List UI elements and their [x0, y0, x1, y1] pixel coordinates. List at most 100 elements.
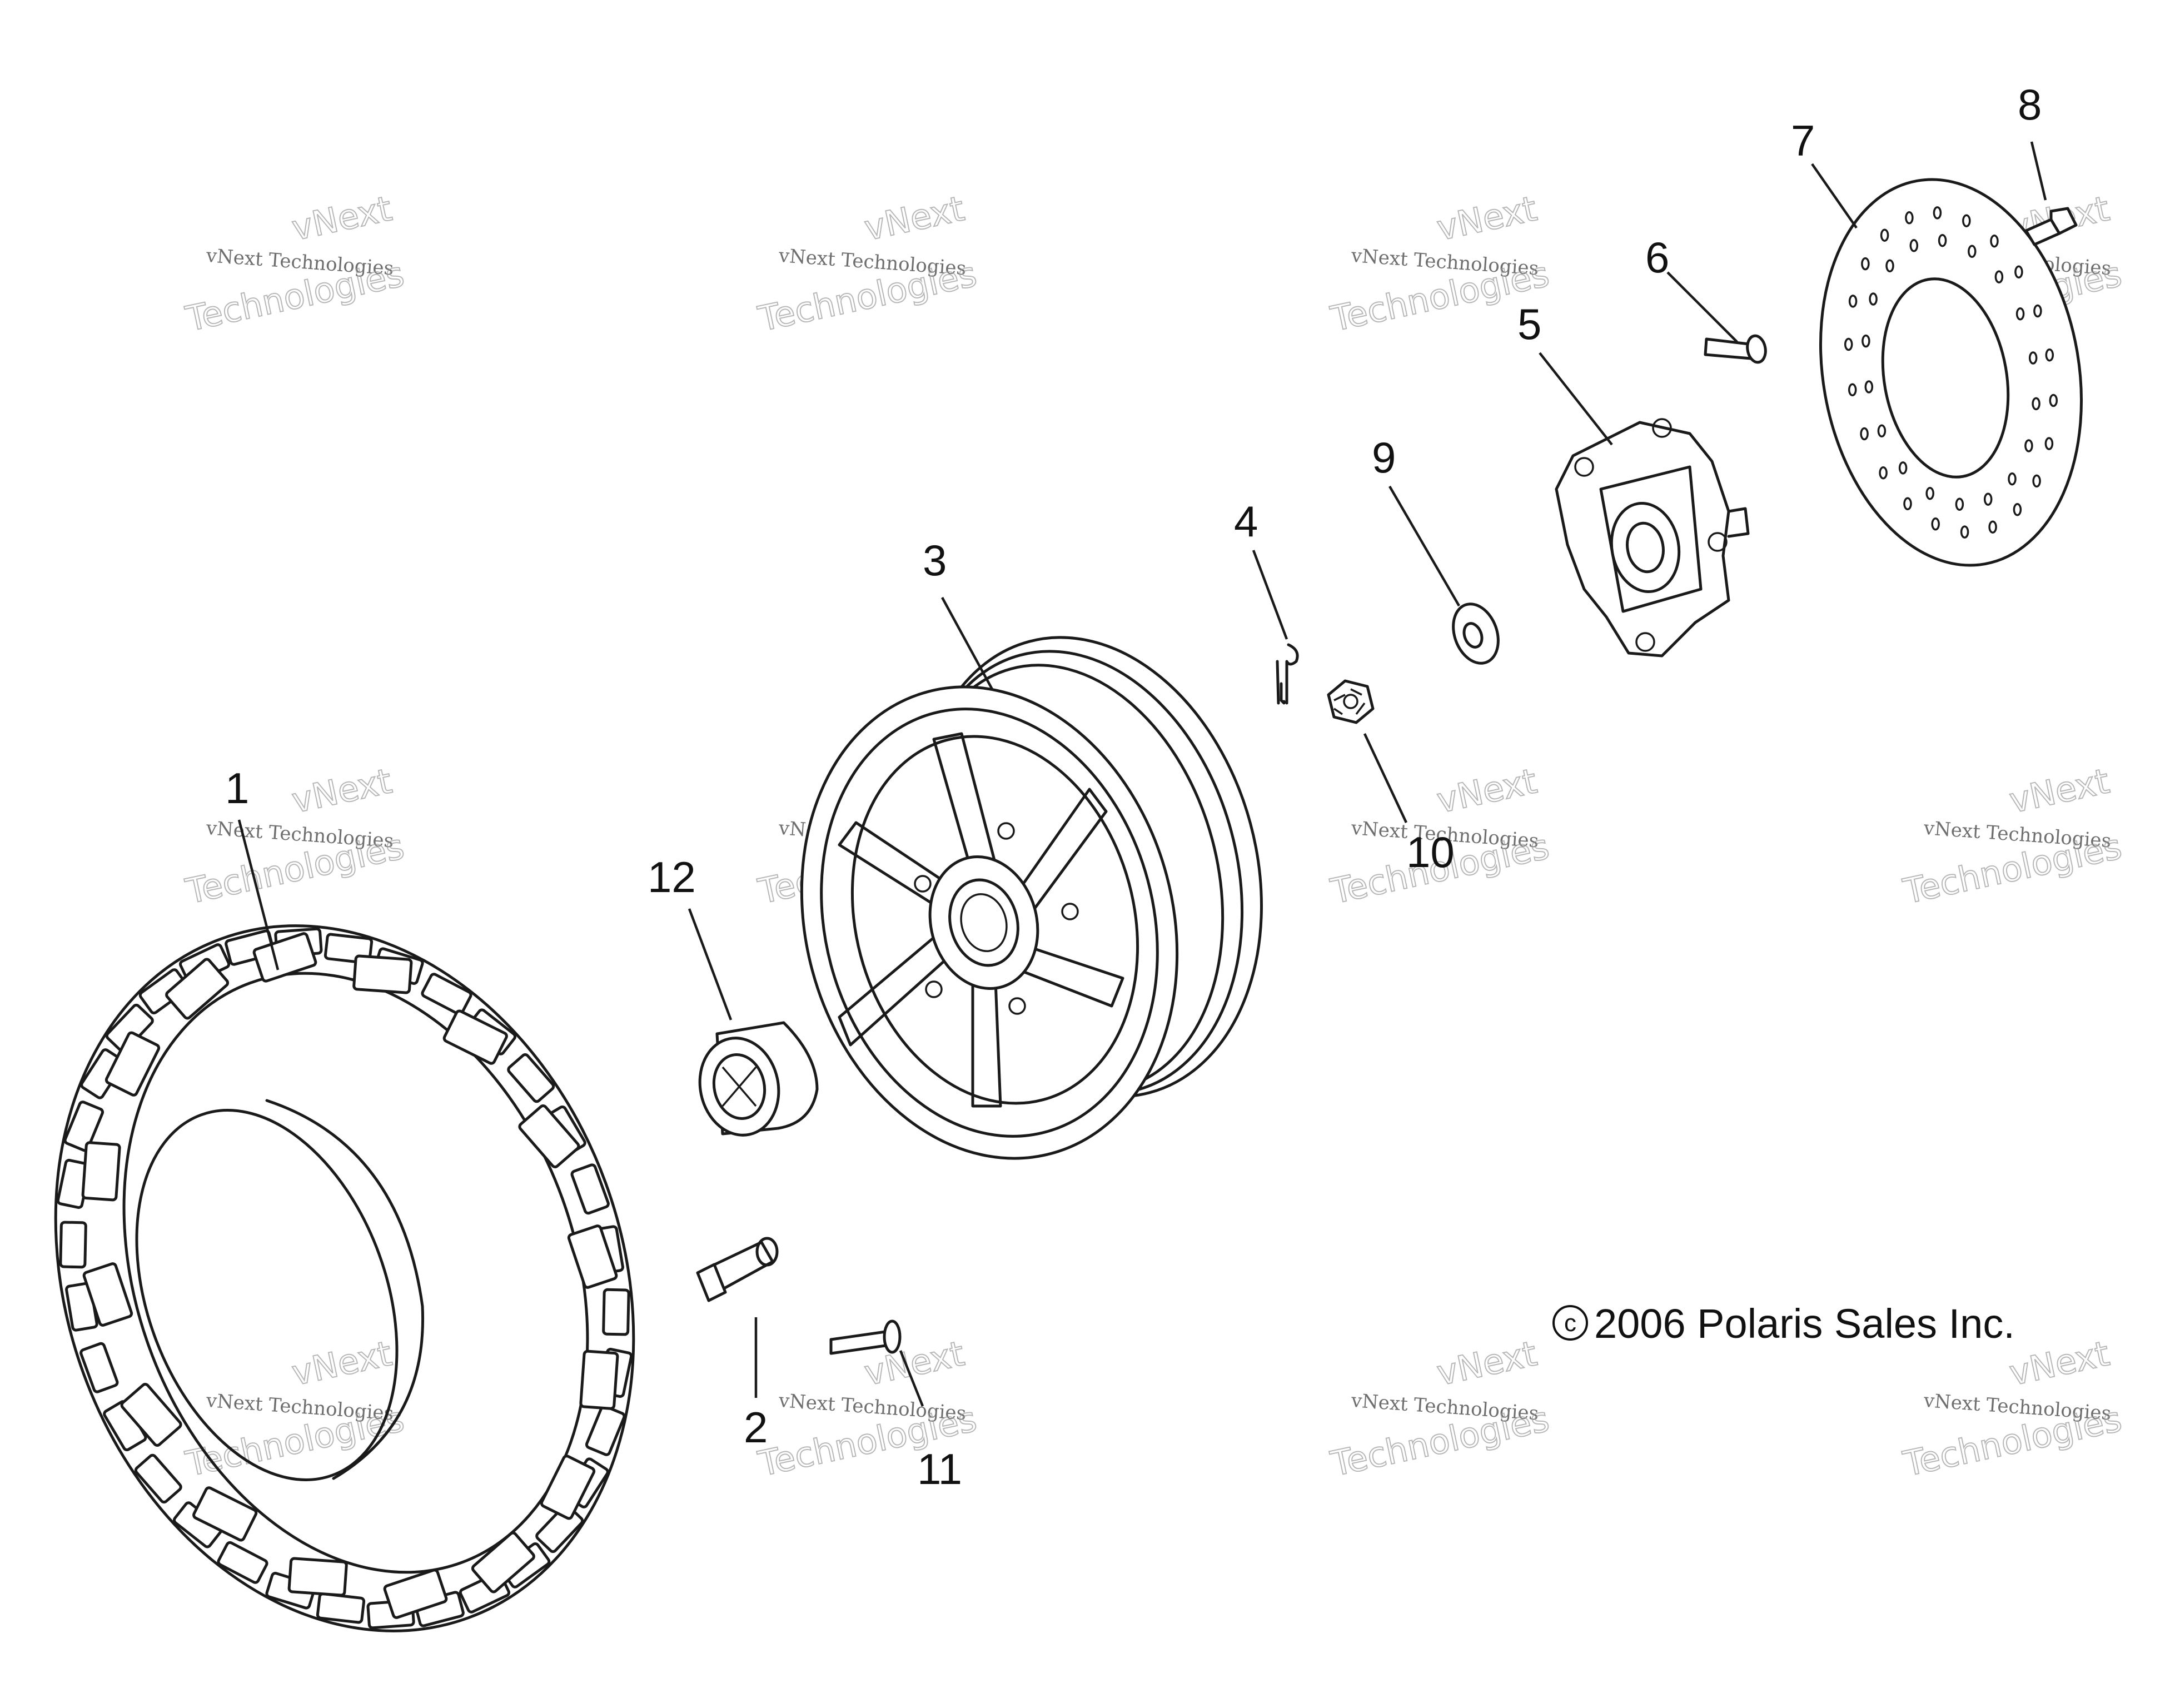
disc-hole — [1862, 334, 1870, 348]
tread-block — [442, 1009, 508, 1065]
tread-block — [352, 954, 413, 994]
tread-block — [567, 1224, 618, 1289]
copyright-text: 2006 Polaris Sales Inc. — [1594, 1301, 2015, 1347]
disc-bolt — [2024, 207, 2078, 246]
disc-hole — [2032, 397, 2040, 411]
watermark-line1: vNext — [2006, 760, 2113, 821]
disc-hole — [2028, 351, 2038, 365]
disc-hole — [1994, 270, 2004, 283]
tread-block — [602, 1288, 630, 1336]
disc-hole — [1905, 211, 1914, 225]
callout-10: 10 — [1406, 828, 1455, 877]
callout-9: 9 — [1372, 433, 1396, 482]
tread-block — [316, 1592, 366, 1624]
disc-hole — [2013, 503, 2022, 516]
disc-hole — [1848, 383, 1857, 397]
disc-hole — [1990, 234, 1999, 248]
callout-4: 4 — [1234, 497, 1258, 546]
disc-hole — [1877, 424, 1887, 438]
callout-11: 11 — [917, 1445, 962, 1493]
disc-hole — [2008, 472, 2017, 486]
bolt — [1704, 334, 1767, 364]
lug-nut — [696, 1237, 779, 1302]
tread-block — [104, 1031, 161, 1097]
disc-hole — [1848, 295, 1858, 308]
watermark-line1: vNext — [861, 188, 968, 248]
cotter-pin — [1276, 643, 1299, 705]
tread-block — [579, 1350, 619, 1410]
disc-hole — [1885, 259, 1894, 273]
tire — [54, 924, 635, 1632]
disc-hole — [1864, 380, 1874, 394]
disc-hole — [1879, 466, 1888, 480]
disc-hole — [1933, 206, 1942, 220]
disc-hole — [1962, 214, 1971, 227]
watermark-line1: vNext — [288, 1333, 395, 1393]
tread-block — [79, 1342, 119, 1393]
callout-labels: 1 2 3 4 5 6 7 8 9 10 11 12 — [225, 80, 2042, 1493]
disc-hole — [1861, 257, 1870, 271]
disc-hole — [2049, 394, 2058, 407]
tread-block — [59, 1221, 87, 1269]
disc-hole — [1869, 292, 1878, 306]
disc-hole — [2044, 437, 2054, 450]
tread-block — [165, 958, 230, 1020]
tread-block — [120, 1383, 182, 1447]
watermark-line1: vNext — [1434, 1333, 1540, 1393]
callout-3: 3 — [923, 536, 947, 585]
copyright-symbol: c — [1564, 1309, 1576, 1337]
disc-hole — [2015, 307, 2025, 321]
copyright-icon — [1552, 1305, 1588, 1341]
disc-hole — [2045, 348, 2054, 362]
wheel-hub — [1555, 418, 1750, 658]
tire-tread-blocks — [56, 927, 633, 1630]
brake-disc-holes — [1844, 206, 2058, 539]
disc-hole — [1903, 497, 1912, 511]
leader-lines — [237, 141, 2047, 1407]
callout-8: 8 — [2018, 80, 2042, 129]
tread-block — [507, 1053, 555, 1103]
watermark-line1: vNext — [1434, 760, 1540, 821]
tread-block — [570, 1163, 610, 1215]
callout-1: 1 — [225, 764, 249, 813]
rim-spokes — [838, 732, 1124, 1108]
tread-block — [134, 1453, 182, 1504]
tread-block — [192, 1486, 258, 1542]
tread-block — [287, 1557, 348, 1597]
copyright-notice: c 2006 Polaris Sales Inc. — [1552, 1301, 2015, 1347]
watermark-line1: vNext — [288, 188, 395, 248]
watermark-line1: vNext — [1434, 188, 1540, 248]
center-cap — [698, 1021, 819, 1137]
disc-hole — [1968, 245, 1977, 258]
tread-block — [217, 1541, 268, 1584]
disc-hole — [2033, 304, 2042, 318]
brake-disc — [1819, 178, 2083, 567]
watermark-line1: vNext — [2006, 1333, 2113, 1393]
disc-hole — [1960, 525, 1969, 539]
callout-12: 12 — [648, 853, 696, 902]
disc-hole — [1844, 337, 1853, 351]
callout-7: 7 — [1791, 116, 1815, 165]
tread-block — [383, 1568, 448, 1619]
tread-block — [585, 1405, 626, 1456]
castle-nut — [1327, 679, 1375, 724]
washer — [1452, 602, 1500, 665]
wheel-rim — [800, 636, 1263, 1160]
callout-2: 2 — [744, 1403, 768, 1452]
disc-hole — [1909, 239, 1919, 252]
disc-hole — [1860, 427, 1869, 441]
tread-block — [471, 1531, 535, 1594]
disc-hole — [1988, 520, 1997, 534]
tread-block — [518, 1104, 580, 1168]
callout-5: 5 — [1517, 300, 1541, 348]
disc-hole — [1898, 461, 1908, 475]
tread-block — [540, 1455, 596, 1520]
